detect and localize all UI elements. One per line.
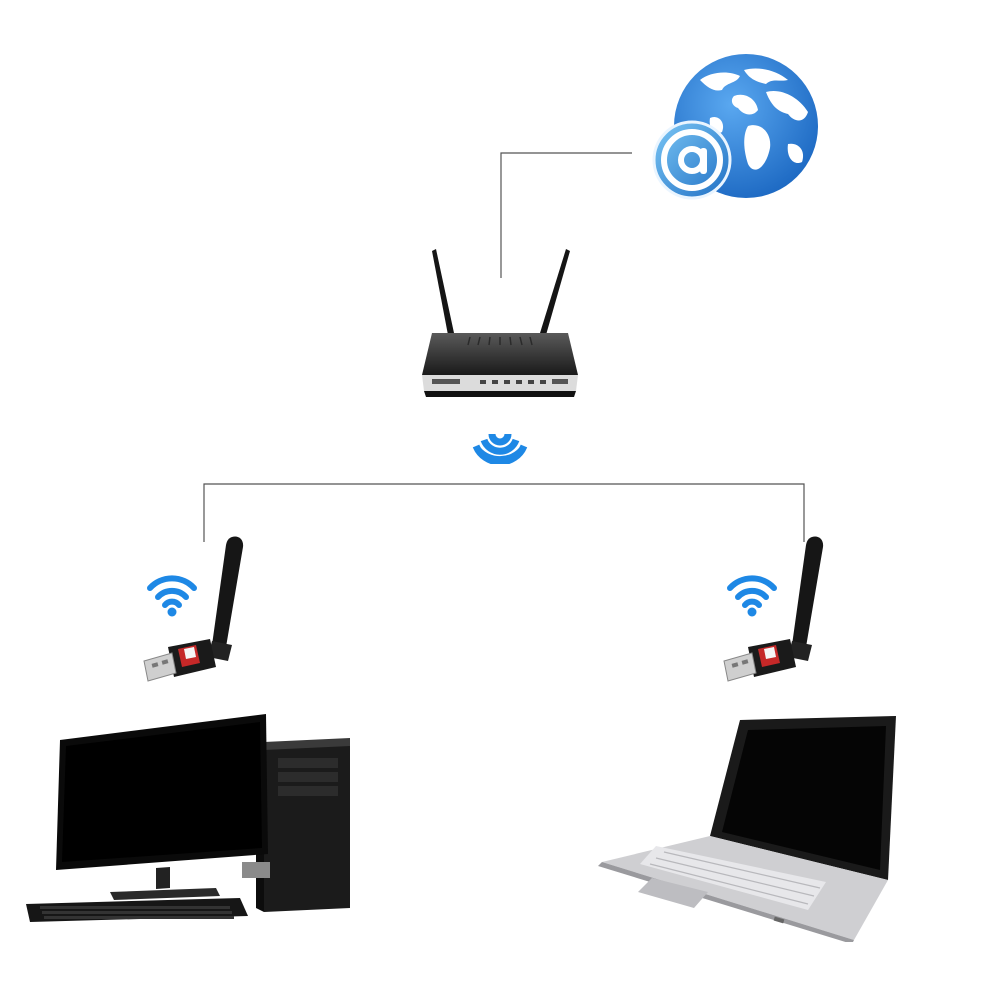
wifi-broadcast-icon	[464, 408, 536, 464]
router-clients-link	[203, 483, 805, 542]
usb-wifi-adapter-icon	[140, 535, 252, 690]
wifi-signal-icon	[724, 570, 780, 618]
usb-wifi-adapter-icon	[720, 535, 832, 690]
laptop-icon	[594, 712, 904, 942]
wireless-router-icon	[410, 245, 590, 405]
desktop-computer-icon	[20, 712, 360, 927]
wifi-signal-icon	[144, 570, 200, 618]
internet-router-link	[500, 152, 632, 278]
internet-globe-icon	[648, 52, 828, 212]
